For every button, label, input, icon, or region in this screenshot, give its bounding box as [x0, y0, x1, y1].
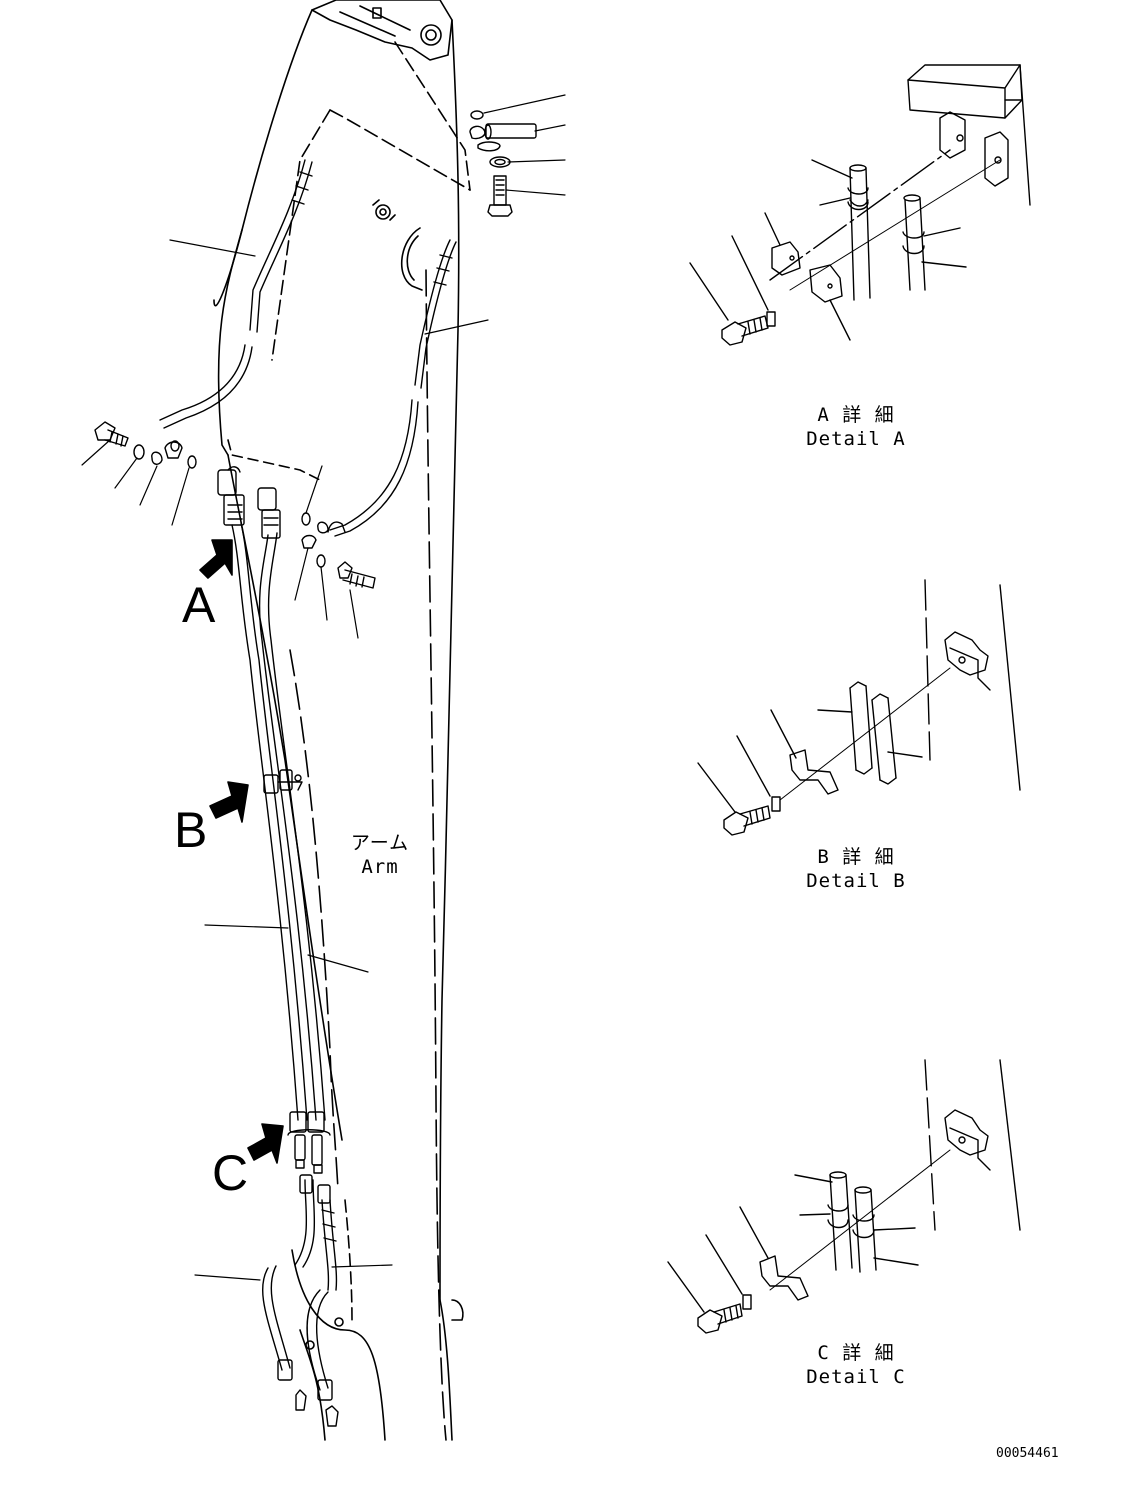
detail-c-drawing — [667, 1059, 1021, 1334]
hoses — [159, 159, 457, 1391]
detail-b-title-en: Detail B — [806, 870, 906, 892]
detail-c-title-en: Detail C — [806, 1366, 906, 1388]
fittings — [94, 110, 537, 1427]
arm-outline — [213, 0, 471, 1441]
detail-a-drawing — [689, 64, 1031, 346]
detail-c-title-jp: C 詳 細 — [817, 1342, 895, 1364]
arm-label-en: Arm — [361, 856, 399, 878]
detail-a-title-en: Detail A — [806, 428, 906, 450]
view-arrows — [199, 539, 284, 1164]
arrow-b-icon — [209, 781, 249, 823]
detail-b-title-jp: B 詳 細 — [817, 846, 895, 868]
detail-a-title-jp: A 詳 細 — [817, 404, 895, 426]
view-label-a: A — [182, 577, 216, 633]
view-label-c: C — [212, 1145, 249, 1201]
view-label-b: B — [174, 802, 208, 858]
detail-b-drawing — [697, 579, 1021, 836]
arm-label-jp: アーム — [350, 832, 410, 854]
leader-lines — [81, 94, 566, 1281]
arrow-a-icon — [199, 539, 233, 579]
arrow-c-icon — [247, 1123, 284, 1164]
part-number: 00054461 — [996, 1446, 1059, 1461]
